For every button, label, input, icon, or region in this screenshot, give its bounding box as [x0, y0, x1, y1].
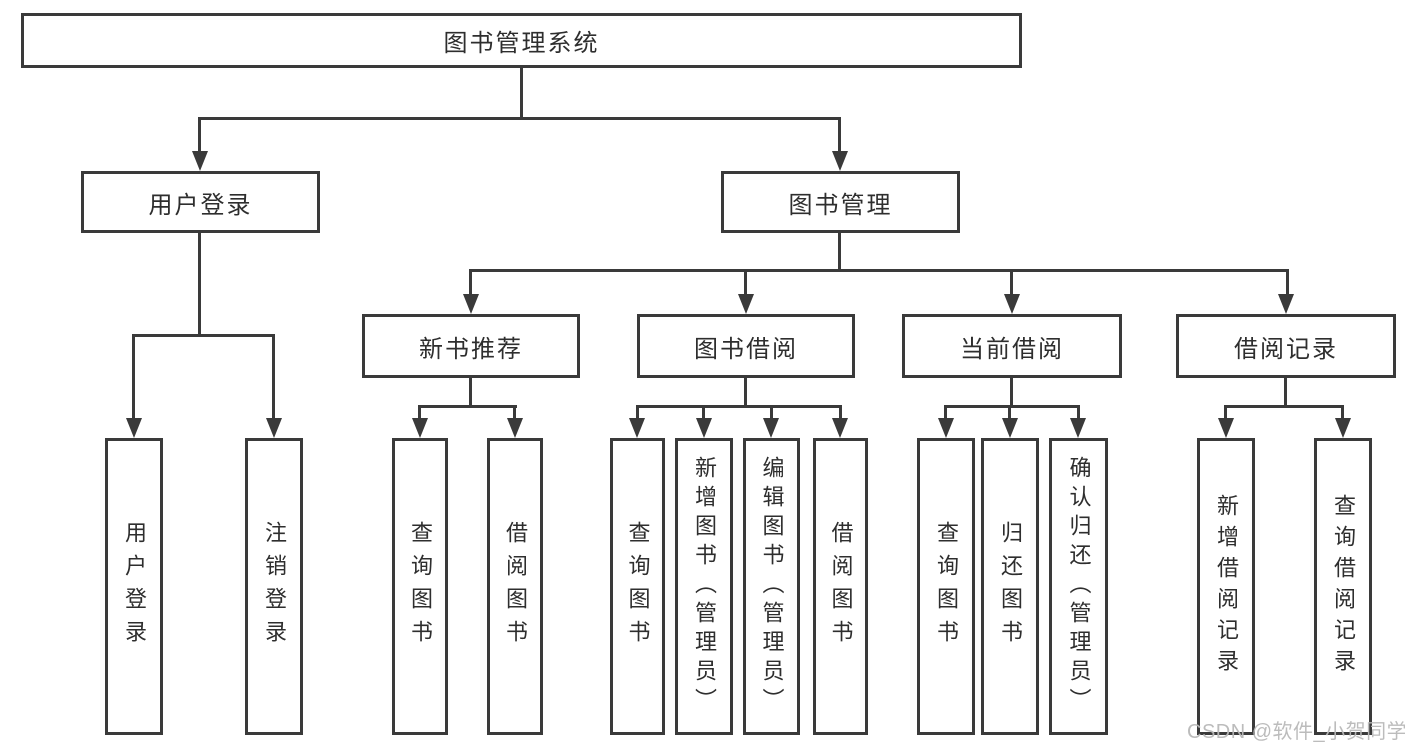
leaf-newbooks-borrow: 借阅图书: [487, 438, 543, 735]
leaf-borrow-query: 查询图书: [610, 438, 665, 735]
arrow-down-icon: [763, 418, 779, 438]
connector-stem: [839, 405, 842, 420]
root-node: 图书管理系统: [21, 13, 1022, 68]
arrow-down-icon: [696, 418, 712, 438]
connector-userlogin-vline: [198, 233, 201, 337]
leaf-user-login: 用户登录: [105, 438, 163, 735]
connector-stem: [744, 269, 747, 296]
leaf-records-query: 查询借阅记录: [1314, 438, 1372, 735]
node-user-login: 用户登录: [81, 171, 320, 233]
arrow-down-icon: [1070, 418, 1086, 438]
connector-stem: [1341, 405, 1344, 420]
connector-userlogin-hline: [132, 334, 275, 337]
connector-stem: [944, 405, 947, 420]
connector-stem: [636, 405, 639, 420]
node-borrow-records: 借阅记录: [1176, 314, 1396, 378]
connector-stem: [1077, 405, 1080, 420]
arrow-down-icon: [1278, 294, 1294, 314]
connector-bookborrow-hline: [636, 405, 842, 408]
connector-bookmgmt-vline: [838, 233, 841, 272]
arrow-down-icon: [938, 418, 954, 438]
connector-bookborrow-vline: [744, 378, 747, 408]
connector-level2-hline: [198, 117, 841, 120]
leaf-current-confirm: 确认归还（管理员）: [1049, 438, 1108, 735]
connector-stem: [469, 269, 472, 296]
connector-stem: [132, 334, 135, 420]
leaf-borrow-edit: 编辑图书（管理员）: [743, 438, 800, 735]
connector-records-hline: [1224, 405, 1344, 408]
arrow-down-icon: [1004, 294, 1020, 314]
connector-root-vline: [520, 68, 523, 120]
connector-stem: [272, 334, 275, 420]
node-current-borrow: 当前借阅: [902, 314, 1122, 378]
leaf-borrow-borrow: 借阅图书: [813, 438, 868, 735]
connector-newbooks-hline: [418, 405, 517, 408]
connector-stem: [1010, 269, 1013, 296]
connector-stem: [1286, 269, 1289, 296]
leaf-current-query: 查询图书: [917, 438, 975, 735]
leaf-logout: 注销登录: [245, 438, 303, 735]
arrow-down-icon: [1002, 418, 1018, 438]
connector-newbooks-vline: [469, 378, 472, 408]
leaf-newbooks-query: 查询图书: [392, 438, 448, 735]
connector-stem: [702, 405, 705, 420]
connector-stem: [1224, 405, 1227, 420]
connector-stem: [198, 117, 201, 153]
arrow-down-icon: [463, 294, 479, 314]
connector-currentborrow-hline: [944, 405, 1080, 408]
node-book-borrow: 图书借阅: [637, 314, 855, 378]
connector-stem: [418, 405, 421, 420]
arrow-down-icon: [507, 418, 523, 438]
arrow-down-icon: [1335, 418, 1351, 438]
arrow-down-icon: [412, 418, 428, 438]
connector-currentborrow-vline: [1010, 378, 1013, 408]
node-book-mgmt: 图书管理: [721, 171, 960, 233]
arrow-down-icon: [832, 418, 848, 438]
arrow-down-icon: [832, 151, 848, 171]
node-new-books: 新书推荐: [362, 314, 580, 378]
arrow-down-icon: [629, 418, 645, 438]
arrow-down-icon: [126, 418, 142, 438]
arrow-down-icon: [738, 294, 754, 314]
connector-records-vline: [1284, 378, 1287, 408]
connector-stem: [838, 117, 841, 153]
connector-stem: [513, 405, 516, 420]
connector-level3-hline: [469, 269, 1289, 272]
connector-stem: [1008, 405, 1011, 420]
arrow-down-icon: [266, 418, 282, 438]
connector-stem: [770, 405, 773, 420]
csdn-watermark: CSDN @软件_小贺同学: [1187, 721, 1405, 743]
arrow-down-icon: [1218, 418, 1234, 438]
leaf-current-return: 归还图书: [981, 438, 1039, 735]
arrow-down-icon: [192, 151, 208, 171]
leaf-borrow-add: 新增图书（管理员）: [675, 438, 733, 735]
leaf-records-add: 新增借阅记录: [1197, 438, 1255, 735]
